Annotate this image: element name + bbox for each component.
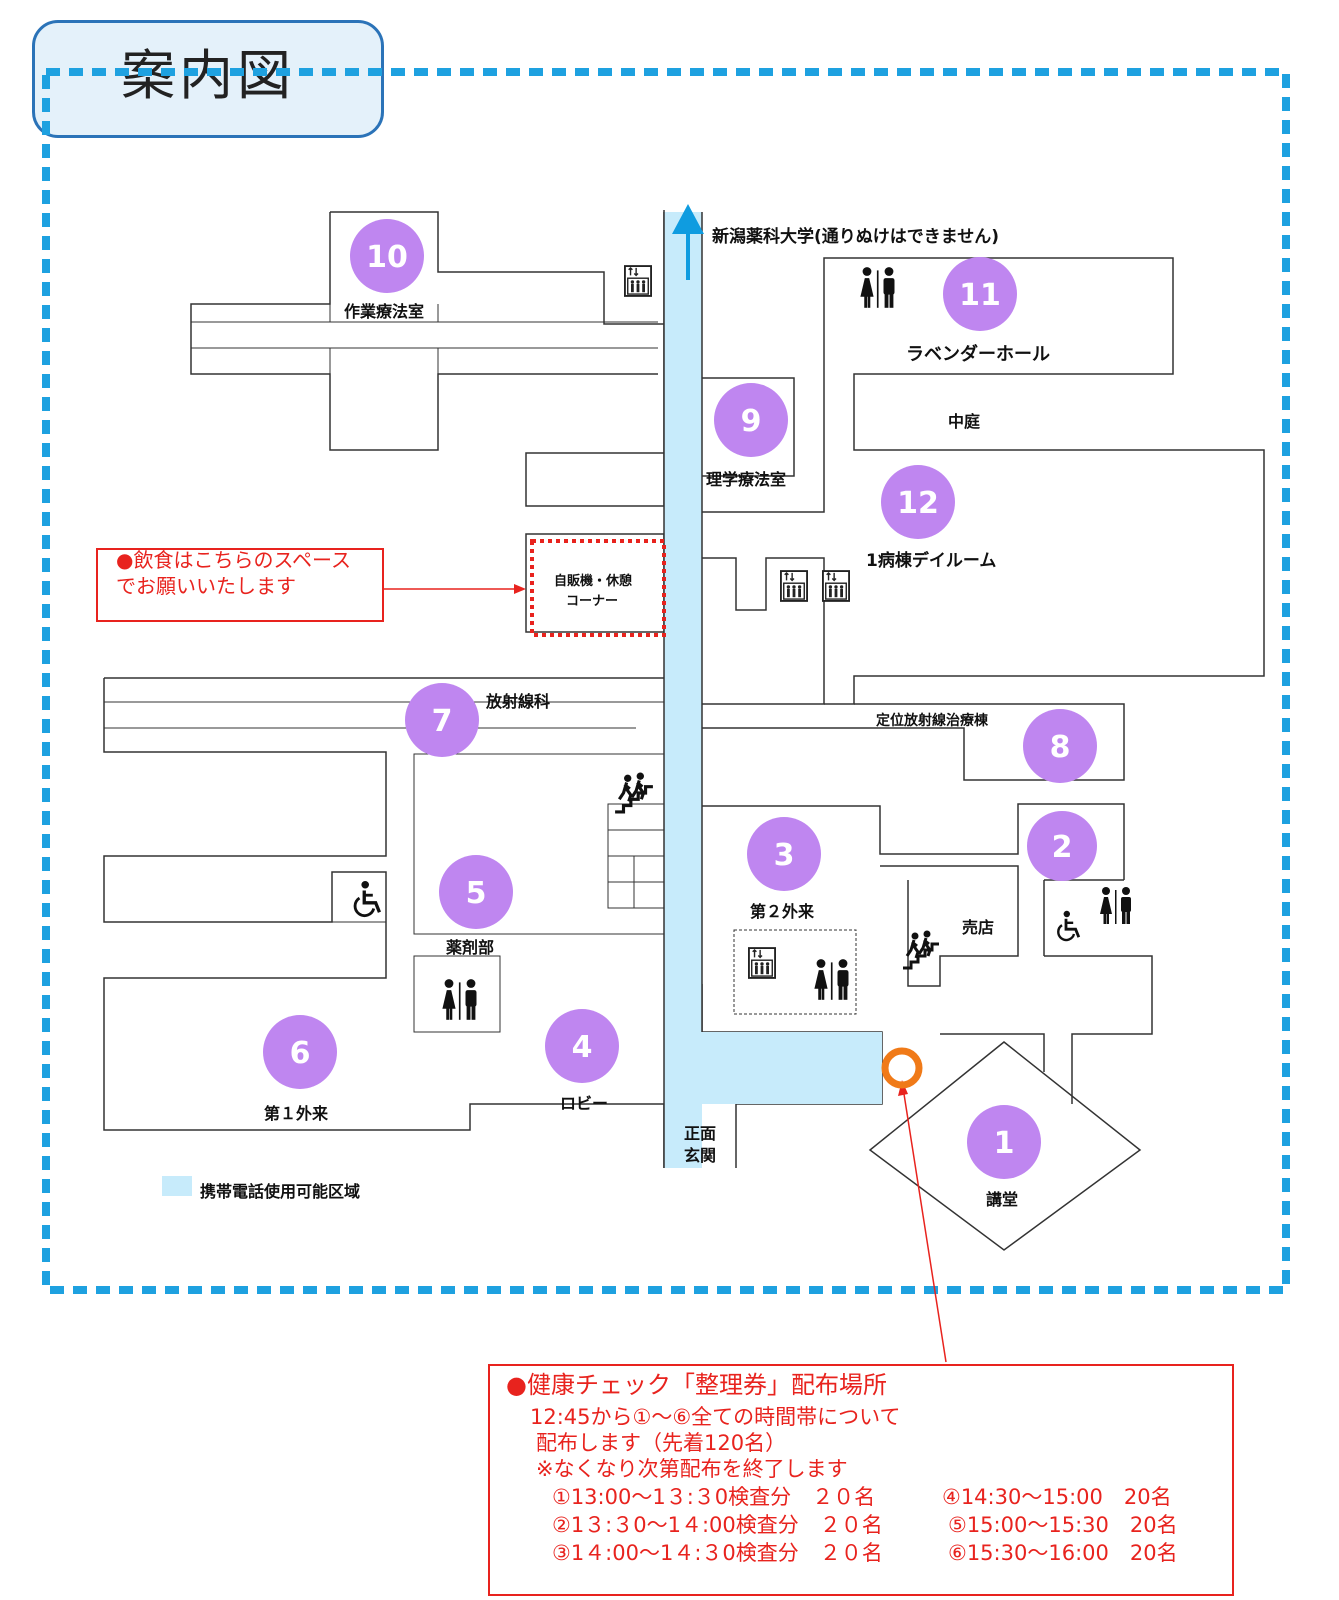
badge-11 <box>943 257 1017 331</box>
ticket-line-2: 配布します（先着120名） <box>536 1431 787 1455</box>
badge-6 <box>263 1015 337 1089</box>
badge-5 <box>439 855 513 929</box>
room-10-label: 作業療法室 <box>344 302 425 321</box>
badge-2-label: 2 <box>1052 830 1073 865</box>
badge-7 <box>405 683 479 757</box>
vending-label-line1: 自販機・休憩 <box>554 574 633 589</box>
map-boundary <box>42 68 1290 1294</box>
mobile-phone-area <box>664 212 882 1168</box>
badge-10-label: 10 <box>366 240 408 275</box>
badge-7-label: 7 <box>432 704 453 739</box>
badge-9-label: 9 <box>741 404 762 439</box>
ticket-line-3: ※なくなり次第配布を終了します <box>536 1457 848 1481</box>
restroom-icon <box>814 959 849 1000</box>
badge-12-label: 12 <box>897 486 939 521</box>
restroom-icon <box>860 267 895 308</box>
courtyard-label: 中庭 <box>948 412 981 431</box>
legend-swatch <box>162 1176 192 1196</box>
ticket-heading: ●健康チェック「整理券」配布場所 <box>506 1371 887 1399</box>
badge-9 <box>714 383 788 457</box>
ticket-info-box <box>488 1364 1234 1596</box>
ticket-slot-6: ⑥15:30～16:00 20名 <box>948 1541 1178 1565</box>
room-9-label: 理学療法室 <box>706 470 787 489</box>
vending-label-line2: コーナー <box>566 594 619 609</box>
stairs-icon <box>613 772 655 814</box>
badge-3-label: 3 <box>774 838 795 873</box>
university-label: 新潟薬科大学(通りぬけはできません) <box>712 227 1000 247</box>
badge-2 <box>1027 811 1097 881</box>
badge-10 <box>350 219 424 293</box>
room-4-label: ロビー <box>560 1094 609 1113</box>
room-5-label: 薬剤部 <box>446 938 495 957</box>
ticket-slot-1: ①13:00～1３:３0検査分 ２０名 <box>552 1485 876 1509</box>
badge-4-label: 4 <box>572 1030 593 1065</box>
badges <box>263 219 1097 1179</box>
room-12-label: 1病棟デイルーム <box>866 551 997 571</box>
eating-note-box <box>96 548 384 622</box>
badge-12 <box>881 465 955 539</box>
ticket-slot-2: ②1３:３0～1４:00検査分 ２０名 <box>552 1513 883 1537</box>
room-1-label: 講堂 <box>986 1190 1019 1209</box>
elevator-icon <box>748 946 776 980</box>
badge-8 <box>1023 709 1097 783</box>
badge-11-label: 11 <box>959 278 1001 313</box>
badge-6-label: 6 <box>290 1036 311 1071</box>
restroom-icon <box>442 979 477 1020</box>
shop-label: 売店 <box>962 918 995 937</box>
room-6-label: 第１外来 <box>264 1104 329 1123</box>
room-8-label: 定位放射線治療棟 <box>876 713 988 729</box>
elevator-icon <box>822 569 850 603</box>
badge-8-label: 8 <box>1050 730 1071 765</box>
ticket-line-1: 12:45から①～⑥全ての時間帯について <box>530 1405 901 1429</box>
elevator-icon <box>780 569 808 603</box>
entrance-label-line1: 正面 <box>684 1124 717 1143</box>
badge-1 <box>967 1105 1041 1179</box>
legend-label: 携帯電話使用可能区域 <box>200 1182 361 1201</box>
room-11-label: ラベンダーホール <box>906 344 1050 365</box>
title-box <box>32 20 384 138</box>
restroom-icon <box>1100 887 1131 924</box>
badge-4 <box>545 1009 619 1083</box>
eating-note: ●飲食はこちらのスペースでお願いいたします <box>116 548 352 598</box>
badge-5-label: 5 <box>466 876 487 911</box>
room-3-label: 第２外来 <box>750 902 815 921</box>
badge-3 <box>747 817 821 891</box>
entrance-label-line2: 玄関 <box>684 1146 717 1165</box>
wheelchair-icon <box>353 880 382 918</box>
location-marker-icon <box>881 1047 923 1089</box>
room-7-label: 放射線科 <box>486 692 551 711</box>
ticket-slot-5: ⑤15:00～15:30 20名 <box>948 1513 1178 1537</box>
wheelchair-icon <box>1056 910 1081 942</box>
badge-1-label: 1 <box>994 1126 1015 1161</box>
up-arrow-icon <box>672 204 704 280</box>
ticket-slot-3: ③1４:00～1４:３0検査分 ２０名 <box>552 1541 883 1565</box>
ticket-slot-4: ④14:30～15:00 20名 <box>942 1485 1172 1509</box>
vending-corner <box>530 539 666 637</box>
elevator-icon <box>624 264 652 298</box>
